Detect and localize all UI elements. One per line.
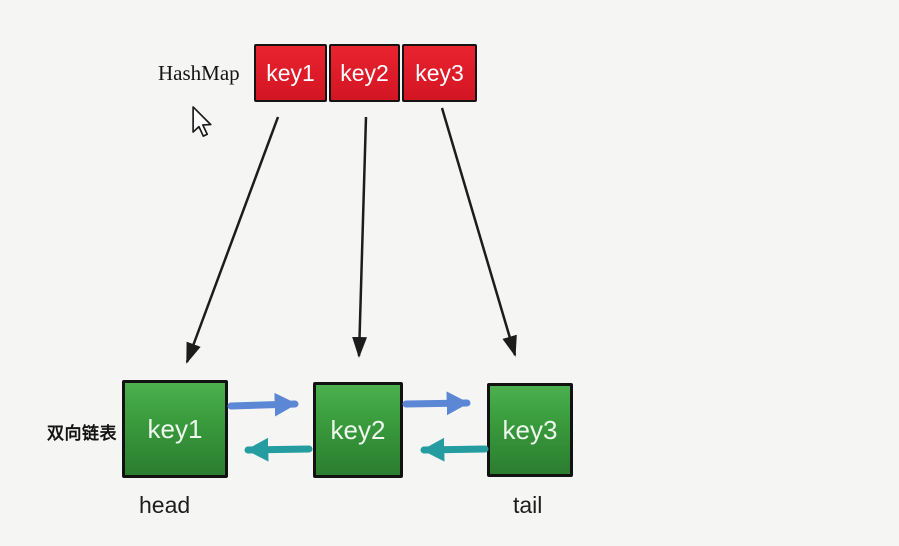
- prev-pointer-arrow-1: [244, 437, 313, 462]
- hashmap-cell-key1: key1: [254, 44, 327, 102]
- next-pointer-arrow-2: [402, 391, 471, 416]
- hash-to-node1-arrow: [185, 116, 280, 364]
- list-node-key1: key1: [122, 380, 228, 478]
- hashmap-cell-key3: key3: [402, 44, 477, 102]
- hashmap-cell-key2: key2: [329, 44, 400, 102]
- hashmap-bucket-row: key1 key2 key3: [254, 44, 477, 102]
- next-pointer-arrow-1: [227, 392, 299, 417]
- hashmap-cell-label: key2: [340, 59, 389, 86]
- hashmap-cell-label: key1: [266, 59, 315, 86]
- mouse-pointer-icon: [192, 106, 212, 137]
- hashmap-cell-label: key3: [415, 59, 464, 86]
- list-node-label: key2: [330, 414, 386, 445]
- hash-to-node3-arrow: [440, 107, 517, 357]
- prev-pointer-arrow-2: [420, 437, 489, 462]
- list-node-label: key3: [502, 414, 558, 445]
- list-node-key3: key3: [487, 383, 573, 477]
- list-node-key2: key2: [313, 382, 403, 478]
- doubly-linked-list-label: 双向链表: [47, 424, 117, 443]
- hashmap-label: HashMap: [158, 61, 240, 85]
- tail-label: tail: [513, 492, 543, 518]
- hash-to-node2-arrow: [352, 116, 368, 358]
- list-node-label: key1: [147, 413, 203, 444]
- head-label: head: [139, 492, 191, 518]
